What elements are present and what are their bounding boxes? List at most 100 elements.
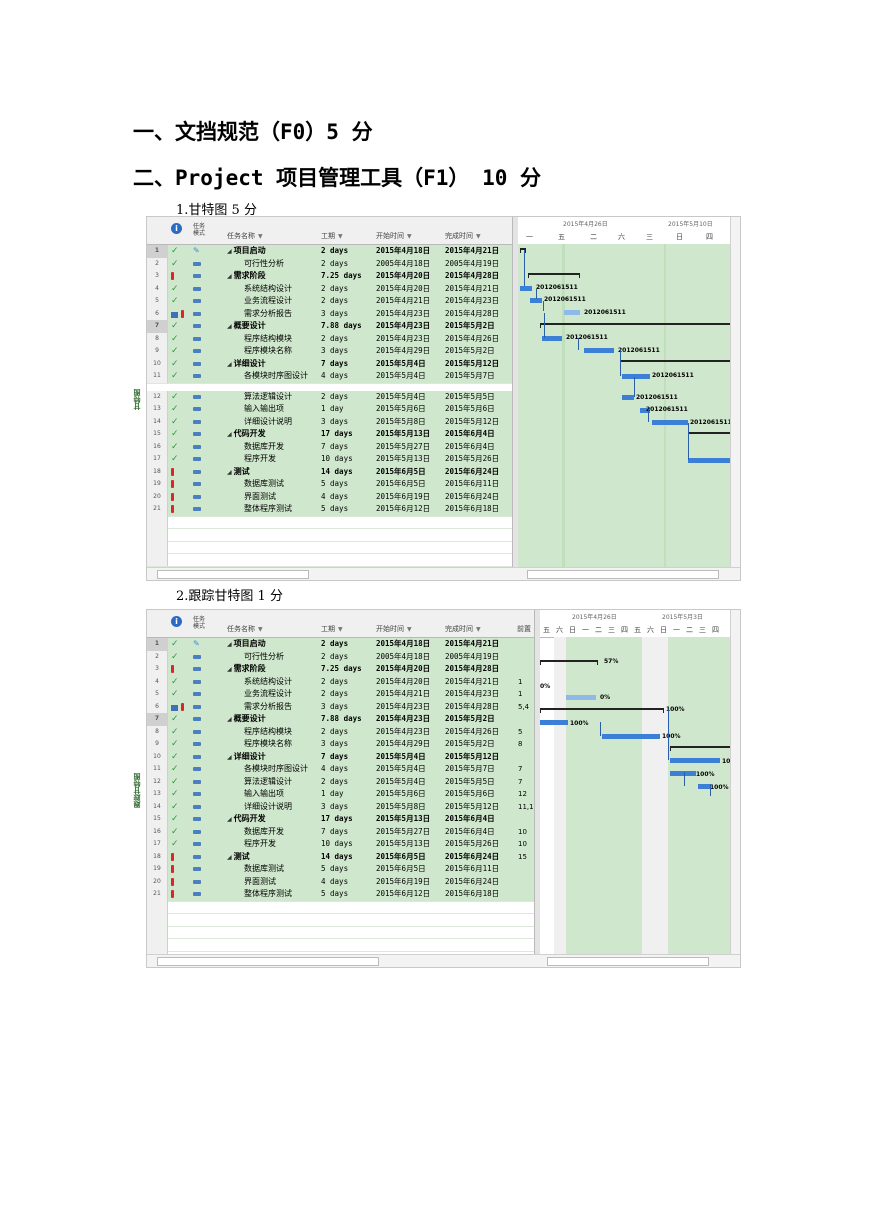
task-duration[interactable]: 7 days xyxy=(321,441,349,451)
task-start[interactable]: 2015年4月20日 xyxy=(376,664,431,673)
task-finish[interactable]: 2015年6月11日 xyxy=(445,864,500,873)
task-predecessors[interactable]: 5,4 xyxy=(518,702,530,711)
task-name-cell[interactable]: 数据库开发 xyxy=(244,826,334,838)
task-start[interactable]: 2015年6月19日 xyxy=(376,876,431,886)
task-finish[interactable]: 2015年4月23日 xyxy=(445,296,500,305)
task-name-cell[interactable]: 程序模块名称 xyxy=(244,345,334,357)
task-start[interactable]: 2015年6月12日 xyxy=(376,504,431,513)
task-finish[interactable]: 2015年4月21日 xyxy=(445,246,500,255)
dropdown-icon[interactable]: ▼ xyxy=(407,626,412,633)
task-duration[interactable]: 7 days xyxy=(321,358,349,368)
task-duration[interactable]: 3 days xyxy=(321,346,349,355)
task-name-cell[interactable]: ◢代码开发 xyxy=(227,813,317,825)
task-start[interactable]: 2015年6月5日 xyxy=(376,466,426,476)
task-predecessors[interactable] xyxy=(518,663,534,675)
row-number[interactable]: 15 xyxy=(147,428,168,441)
task-duration[interactable]: 3 days xyxy=(321,308,349,318)
row-number[interactable]: 19 xyxy=(147,478,168,491)
task-duration[interactable]: 5 days xyxy=(321,504,349,513)
task-predecessors[interactable]: 7 xyxy=(518,765,523,773)
row-number[interactable]: 10 xyxy=(147,750,168,763)
task-duration[interactable]: 5 days xyxy=(321,864,349,873)
task-start[interactable]: 2015年5月4日 xyxy=(376,776,426,786)
task-duration[interactable]: 3 days xyxy=(321,739,349,748)
dropdown-icon[interactable]: ▼ xyxy=(476,233,481,240)
task-duration[interactable]: 7 days xyxy=(321,826,349,836)
dropdown-icon[interactable]: ▼ xyxy=(476,626,481,633)
row-number[interactable]: 1 xyxy=(147,245,168,258)
task-duration[interactable]: 4 days xyxy=(321,491,349,501)
task-start[interactable]: 2015年5月13日 xyxy=(376,454,431,463)
task-name-cell[interactable]: 各模块时序图设计 xyxy=(244,763,334,775)
task-name-cell[interactable]: 程序结构模块 xyxy=(244,333,334,345)
task-duration[interactable]: 3 days xyxy=(321,416,349,426)
task-start[interactable]: 2015年5月27日 xyxy=(376,826,431,836)
task-duration[interactable]: 4 days xyxy=(321,371,349,380)
task-start[interactable]: 2015年5月8日 xyxy=(376,801,426,811)
task-duration[interactable]: 7.88 days xyxy=(321,321,362,330)
task-start[interactable]: 2015年4月23日 xyxy=(376,726,431,736)
task-name-cell[interactable]: ◢需求阶段 xyxy=(227,270,317,282)
task-finish[interactable]: 2015年5月2日 xyxy=(445,346,495,355)
task-finish[interactable]: 2015年4月21日 xyxy=(445,639,500,648)
col-mode[interactable]: 任务模式 xyxy=(193,616,206,630)
collapse-icon[interactable]: ◢ xyxy=(227,273,232,280)
task-name-cell[interactable]: 界面测试 xyxy=(244,491,334,503)
task-name-cell[interactable]: 系统结构设计 xyxy=(244,676,334,688)
task-finish[interactable]: 2015年5月26日 xyxy=(445,839,500,848)
task-start[interactable]: 2015年6月12日 xyxy=(376,889,431,898)
task-duration[interactable]: 2 days xyxy=(321,246,349,255)
task-name-cell[interactable]: 算法逻辑设计 xyxy=(244,776,334,788)
task-start[interactable]: 2015年6月5日 xyxy=(376,479,426,488)
vertical-scrollbar[interactable] xyxy=(730,610,740,955)
col-finish[interactable]: 完成时间▼ xyxy=(445,625,481,633)
task-finish[interactable]: 2015年4月28日 xyxy=(445,701,500,711)
row-number[interactable]: 8 xyxy=(147,332,168,345)
task-start[interactable]: 2015年6月5日 xyxy=(376,851,426,861)
row-number[interactable]: 12 xyxy=(147,390,168,403)
task-duration[interactable]: 3 days xyxy=(321,701,349,711)
task-finish[interactable]: 2015年4月28日 xyxy=(445,308,500,318)
task-predecessors[interactable]: 7 xyxy=(518,777,523,786)
col-duration[interactable]: 工期▼ xyxy=(321,232,343,240)
task-predecessors[interactable] xyxy=(518,713,534,725)
task-duration[interactable]: 2 days xyxy=(321,726,349,736)
task-start[interactable]: 2015年4月23日 xyxy=(376,333,431,343)
task-duration[interactable]: 2 days xyxy=(321,776,349,786)
row-number[interactable]: 11 xyxy=(147,763,168,776)
task-duration[interactable]: 1 day xyxy=(321,789,344,798)
task-finish[interactable]: 2015年4月23日 xyxy=(445,689,500,698)
task-duration[interactable]: 5 days xyxy=(321,889,349,898)
task-duration[interactable]: 7.25 days xyxy=(321,271,362,280)
task-start[interactable]: 2015年4月20日 xyxy=(376,283,431,293)
row-number[interactable]: 15 xyxy=(147,813,168,826)
row-number[interactable]: 20 xyxy=(147,490,168,503)
task-name-cell[interactable]: 算法逻辑设计 xyxy=(244,391,334,403)
task-start[interactable]: 2015年4月21日 xyxy=(376,296,431,305)
row-number[interactable]: 4 xyxy=(147,282,168,295)
task-duration[interactable]: 2 days xyxy=(321,651,349,661)
row-number[interactable]: 5 xyxy=(147,688,168,701)
row-number[interactable]: 3 xyxy=(147,270,168,283)
task-duration[interactable]: 2 days xyxy=(321,283,349,293)
task-name-cell[interactable]: 系统结构设计 xyxy=(244,283,334,295)
row-number[interactable]: 6 xyxy=(147,700,168,713)
task-name-cell[interactable]: ◢代码开发 xyxy=(227,428,317,440)
task-start[interactable]: 2015年5月4日 xyxy=(376,391,426,401)
task-name-cell[interactable]: 整体程序测试 xyxy=(244,888,334,900)
task-name-cell[interactable]: 界面测试 xyxy=(244,876,334,888)
row-number[interactable]: 16 xyxy=(147,825,168,838)
row-number[interactable]: 7 xyxy=(147,713,168,726)
